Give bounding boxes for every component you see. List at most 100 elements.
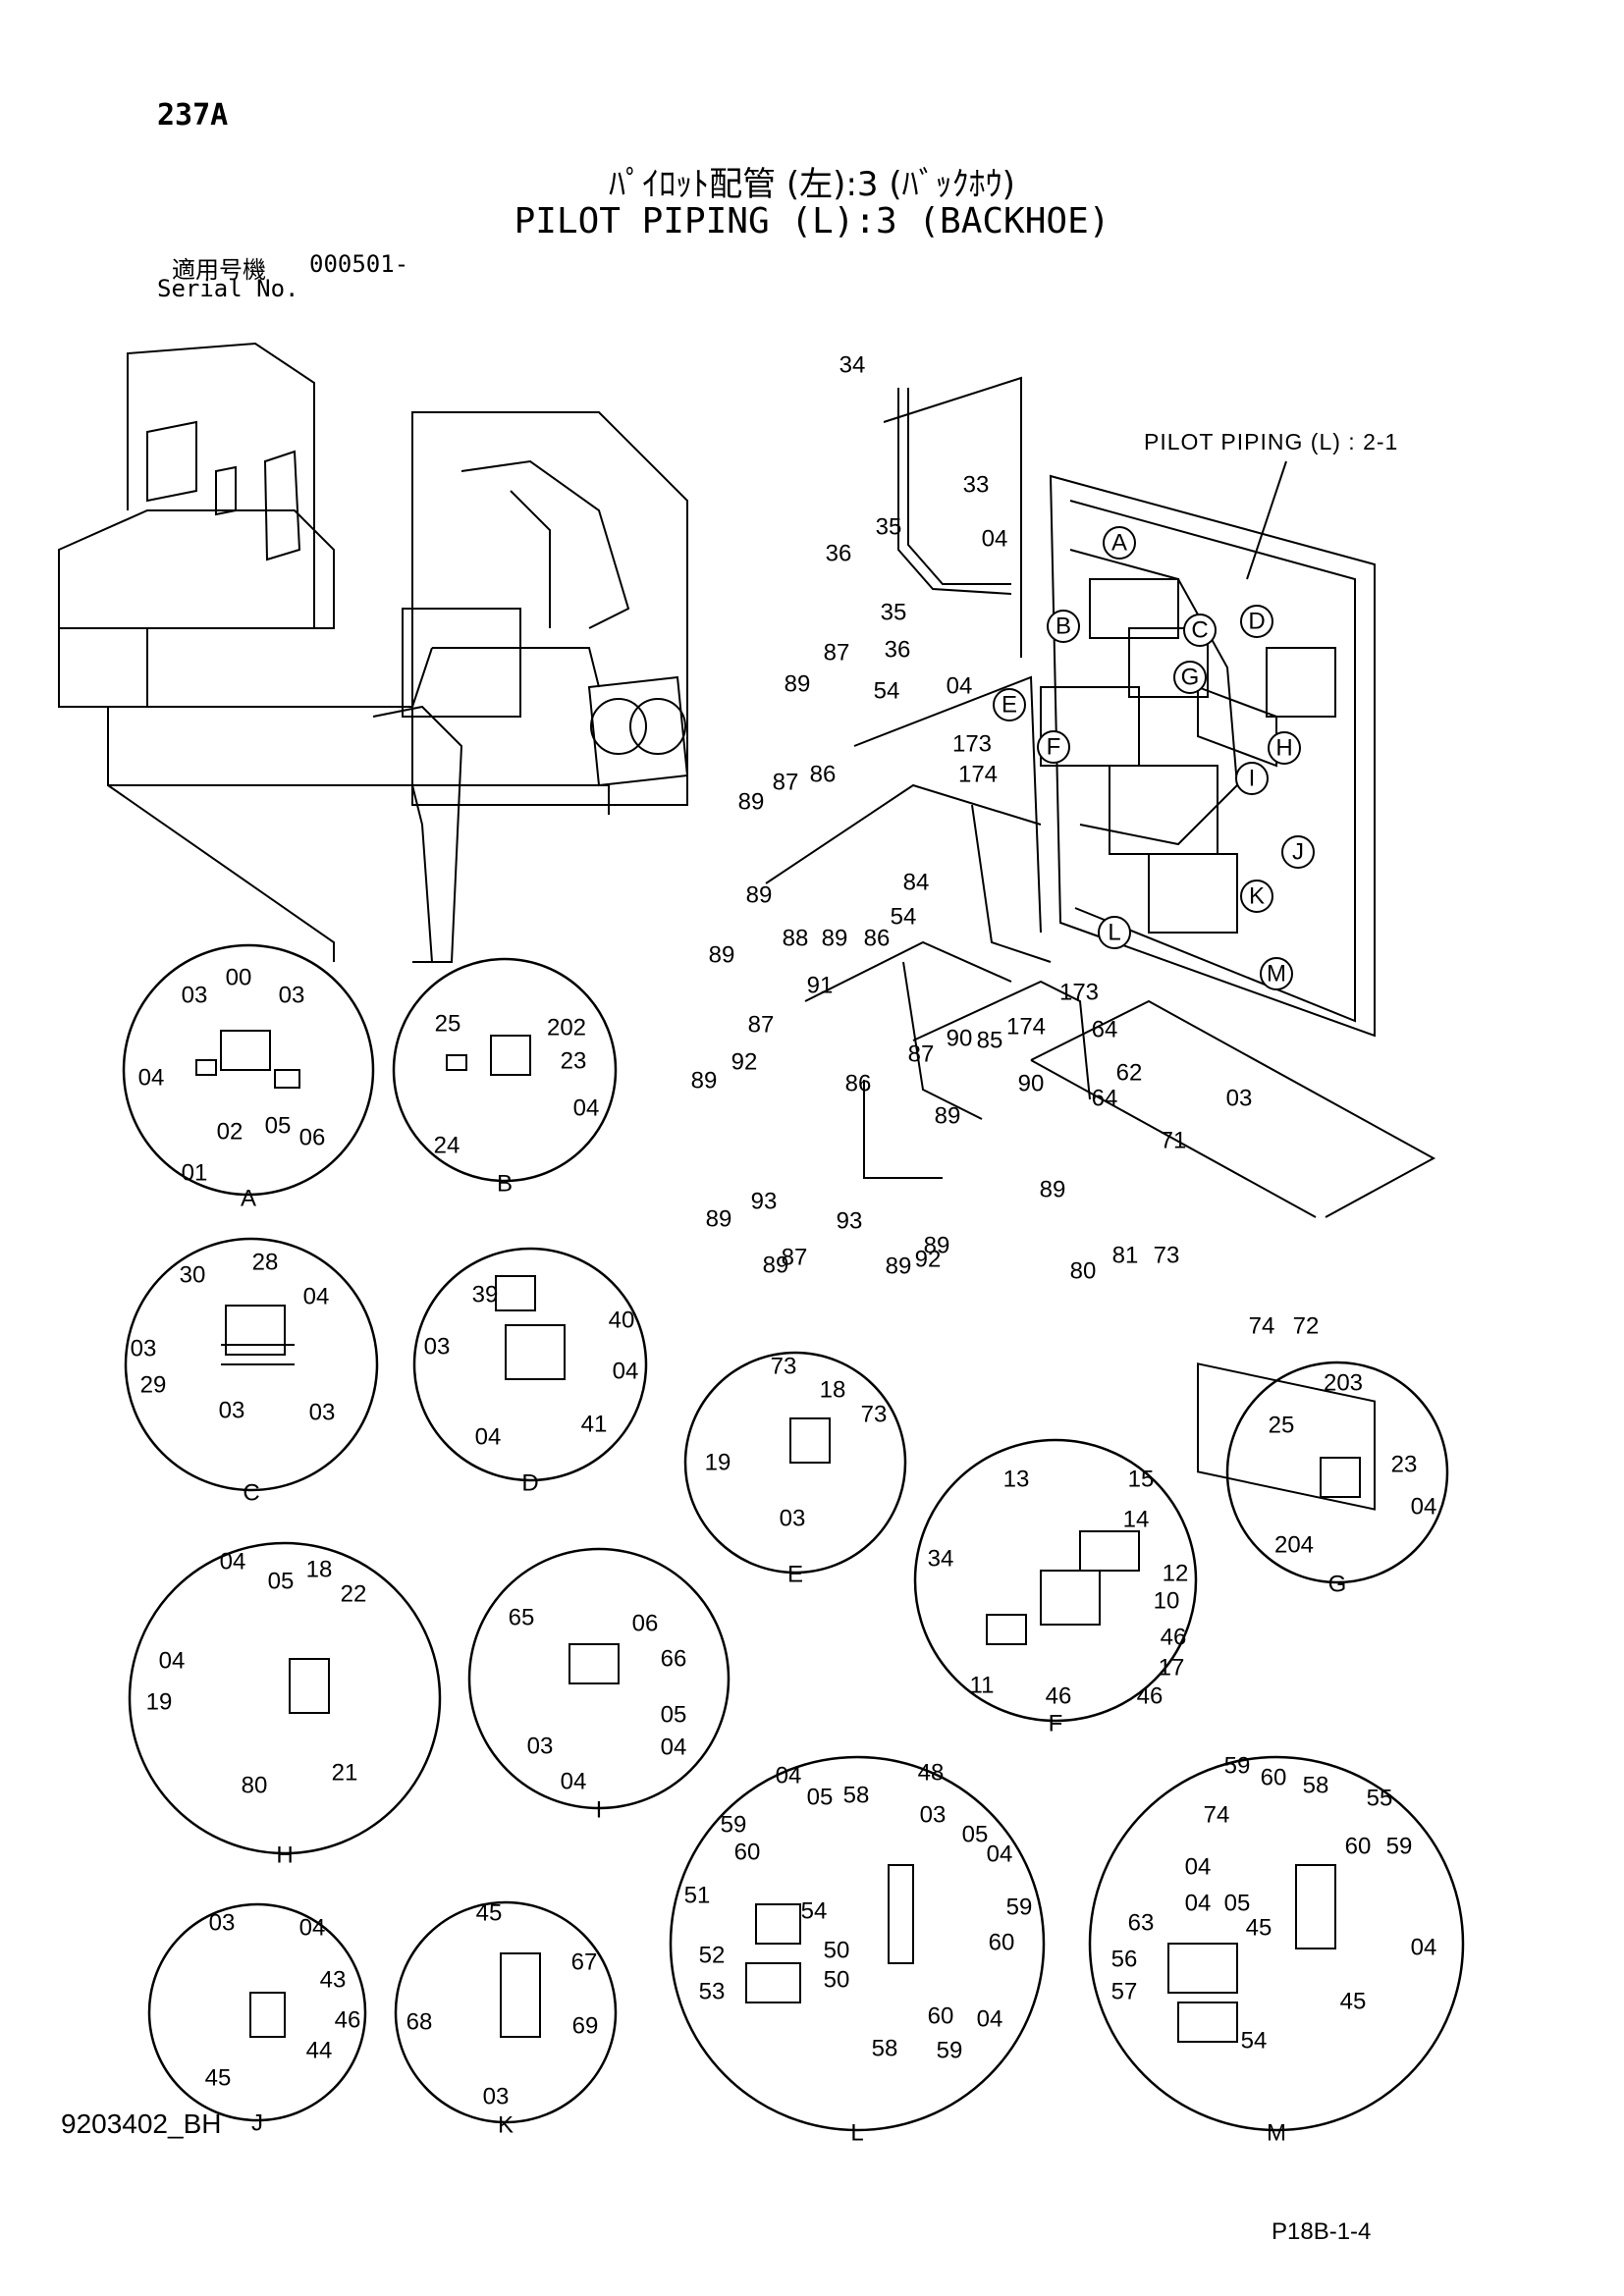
part-number-label: 92 bbox=[915, 1246, 942, 1272]
detail-letter-g: G bbox=[1328, 1571, 1347, 1597]
detail-g-part-label: 25 bbox=[1269, 1412, 1295, 1438]
detail-b-part-label: 23 bbox=[561, 1047, 587, 1074]
part-number-label: 84 bbox=[903, 869, 930, 895]
part-number-label: 74 bbox=[1249, 1312, 1275, 1339]
title-japanese: ﾊﾟｲﾛｯﾄ配管 (左):3 (ﾊﾞｯｸﾎｳ) bbox=[609, 165, 1015, 204]
detail-l-part-label: 60 bbox=[734, 1839, 761, 1865]
detail-circle-g bbox=[1225, 1361, 1449, 1584]
part-number-label: 81 bbox=[1112, 1242, 1139, 1268]
detail-f-part-label: 15 bbox=[1128, 1466, 1155, 1492]
callout-bubble-b bbox=[1047, 610, 1080, 643]
callout-letter-g: G bbox=[1181, 664, 1200, 690]
detail-a-part-label: 03 bbox=[279, 982, 305, 1008]
part-number-label: 89 bbox=[691, 1067, 718, 1094]
detail-c-part-label: 29 bbox=[140, 1371, 167, 1398]
callout-bubble-j bbox=[1281, 835, 1315, 869]
detail-h-part-label: 04 bbox=[159, 1647, 186, 1674]
detail-g-part-label: 04 bbox=[1411, 1493, 1437, 1520]
detail-h-part-label: 04 bbox=[220, 1548, 246, 1575]
detail-circle-j bbox=[147, 1902, 367, 2122]
part-number-label: 89 bbox=[706, 1205, 732, 1232]
detail-f-part-label: 11 bbox=[970, 1672, 995, 1698]
part-number-label: 89 bbox=[746, 881, 773, 908]
reference-label: PILOT PIPING (L) : 2-1 bbox=[1144, 429, 1399, 454]
detail-l-part-label: 51 bbox=[684, 1882, 711, 1908]
detail-m-part-label: 57 bbox=[1111, 1978, 1138, 2004]
detail-i-part-label: 65 bbox=[509, 1604, 535, 1630]
detail-m-part-label: 04 bbox=[1411, 1934, 1437, 1960]
part-number-label: 64 bbox=[1092, 1085, 1118, 1111]
detail-letter-c: C bbox=[243, 1479, 259, 1506]
detail-h-part-label: 05 bbox=[268, 1568, 295, 1594]
machine-overview bbox=[58, 342, 689, 963]
detail-m-part-label: 58 bbox=[1303, 1772, 1329, 1798]
callout-bubble-k bbox=[1240, 880, 1273, 913]
detail-l-part-label: 60 bbox=[989, 1929, 1015, 1955]
part-number-label: 91 bbox=[807, 972, 834, 998]
detail-l-part-label: 60 bbox=[928, 2002, 954, 2029]
detail-e-part-label: 73 bbox=[771, 1353, 797, 1379]
detail-f-part-label: 46 bbox=[1161, 1624, 1187, 1650]
main-assembly bbox=[765, 376, 1436, 1511]
detail-m-part-label: 55 bbox=[1367, 1785, 1393, 1811]
part-number-label: 87 bbox=[782, 1244, 808, 1270]
detail-m-part-label: 04 bbox=[1185, 1853, 1212, 1880]
detail-b-part-label: 25 bbox=[435, 1010, 461, 1037]
detail-i-part-label: 05 bbox=[661, 1701, 687, 1728]
detail-letter-b: B bbox=[497, 1170, 513, 1197]
callout-bubble-f bbox=[1037, 730, 1070, 764]
detail-circle-f bbox=[913, 1438, 1198, 1723]
detail-c-part-label: 03 bbox=[131, 1335, 157, 1362]
serial-label-japanese: 適用号機 bbox=[172, 256, 266, 284]
detail-a-part-label: 00 bbox=[226, 964, 252, 990]
detail-j-part-label: 43 bbox=[320, 1966, 347, 1993]
detail-i-part-label: 03 bbox=[527, 1733, 554, 1759]
detail-d-part-label: 40 bbox=[609, 1307, 635, 1333]
part-number-label: 62 bbox=[1116, 1059, 1143, 1086]
part-number-label: 90 bbox=[947, 1025, 973, 1051]
detail-c-part-label: 28 bbox=[252, 1249, 279, 1275]
detail-k-part-label: 69 bbox=[572, 2012, 599, 2039]
detail-l-part-label: 54 bbox=[801, 1897, 828, 1924]
detail-j-part-label: 45 bbox=[205, 2064, 232, 2091]
part-number-label: 174 bbox=[1006, 1013, 1046, 1040]
detail-g-part-label: 23 bbox=[1391, 1451, 1418, 1477]
detail-i-part-label: 04 bbox=[661, 1734, 687, 1760]
detail-circle-h bbox=[128, 1541, 442, 1855]
detail-g-part-label: 204 bbox=[1274, 1531, 1314, 1558]
detail-h-part-label: 21 bbox=[332, 1759, 358, 1786]
detail-m-part-label: 60 bbox=[1261, 1764, 1287, 1790]
part-number-label: 89 bbox=[785, 670, 811, 697]
callout-bubble-g bbox=[1173, 661, 1207, 694]
detail-c-part-label: 30 bbox=[180, 1261, 206, 1288]
detail-circle-d bbox=[412, 1247, 648, 1482]
detail-l-part-label: 04 bbox=[776, 1762, 802, 1789]
detail-l-part-label: 05 bbox=[807, 1784, 834, 1810]
callout-bubble-a bbox=[1103, 526, 1136, 560]
callout-letter-h: H bbox=[1275, 734, 1292, 761]
detail-a-part-label: 05 bbox=[265, 1112, 292, 1139]
detail-letter-e: E bbox=[787, 1561, 803, 1587]
part-number-label: 34 bbox=[839, 351, 866, 378]
detail-h-part-label: 80 bbox=[242, 1772, 268, 1798]
detail-a-part-label: 04 bbox=[138, 1064, 165, 1091]
detail-b-part-label: 04 bbox=[573, 1095, 600, 1121]
part-number-label: 90 bbox=[1018, 1070, 1045, 1096]
detail-d-part-label: 04 bbox=[475, 1423, 502, 1450]
part-number-label: 36 bbox=[826, 540, 852, 566]
part-number-label: 92 bbox=[731, 1048, 758, 1075]
detail-l-part-label: 05 bbox=[962, 1821, 989, 1847]
detail-l-part-label: 04 bbox=[987, 1841, 1013, 1867]
part-number-label: 54 bbox=[891, 903, 917, 930]
detail-m-part-label: 54 bbox=[1241, 2027, 1268, 2054]
detail-j-part-label: 03 bbox=[209, 1909, 236, 1936]
callout-letter-d: D bbox=[1248, 608, 1265, 634]
serial-value: 000501- bbox=[309, 250, 409, 278]
detail-m-part-label: 59 bbox=[1224, 1752, 1251, 1779]
detail-m-part-label: 45 bbox=[1246, 1914, 1272, 1941]
detail-circle-b bbox=[392, 957, 618, 1183]
detail-m-part-label: 59 bbox=[1386, 1833, 1413, 1859]
reference-leader-line bbox=[1246, 460, 1287, 580]
detail-f-part-label: 46 bbox=[1137, 1682, 1164, 1709]
